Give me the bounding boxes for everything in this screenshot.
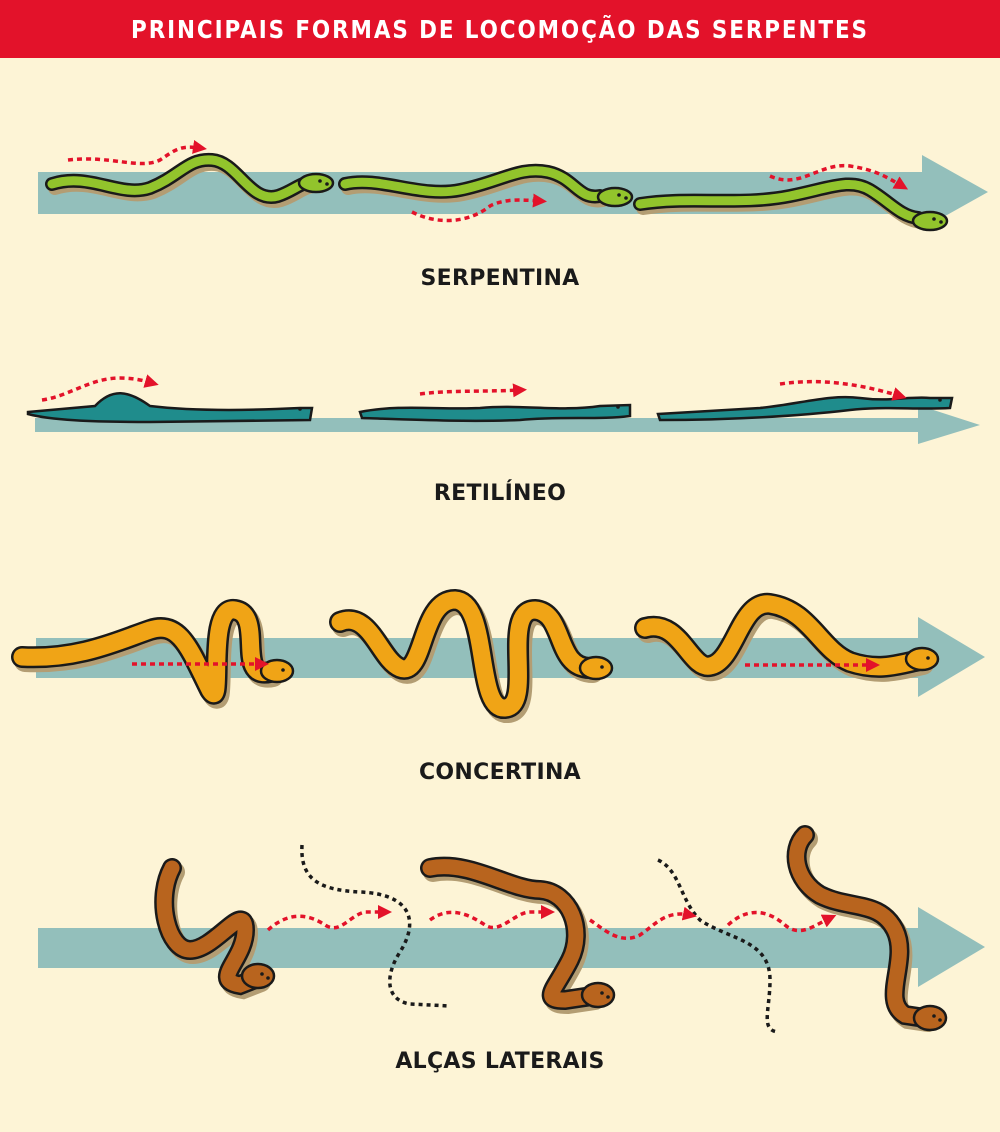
section-label-retilineo: RETILÍNEO [433,481,567,506]
motion-arrow [41,374,159,402]
motion-arrow [411,193,547,223]
motion-arrow [589,906,697,941]
track-trail [657,858,779,1034]
motion-arrow [266,905,392,932]
section-label-concertina: CONCERTINA [418,760,582,785]
teal-snake [358,403,632,423]
orange-snake [329,588,614,723]
section-alcas-laterais [38,825,985,1034]
brown-snake [154,858,276,1000]
motion-arrow [419,383,527,398]
track-trail [300,844,451,1008]
green-snake [633,177,949,232]
motion-arrow [769,163,909,190]
track-arrow [35,405,980,444]
brown-snake [420,856,616,1015]
page-title: PRINCIPAIS FORMAS DE LOCOMOÇÃO DAS SERPE… [131,14,869,44]
teal-snake [656,395,954,422]
motion-arrow [428,905,555,930]
section-concertina [11,588,985,723]
section-retilineo [26,374,980,444]
motion-arrow [67,140,207,166]
section-serpentina [38,140,988,232]
section-label-serpentina: SERPENTINA [420,266,580,291]
green-snake [45,152,335,208]
brown-snake [786,825,948,1032]
motion-arrow [779,379,907,401]
section-label-alcas-laterais: ALÇAS LATERAIS [395,1049,605,1074]
motion-arrow [726,910,837,933]
teal-snake [26,392,314,424]
track-arrow [38,907,985,987]
title-banner: PRINCIPAIS FORMAS DE LOCOMOÇÃO DAS SERPE… [0,0,1000,58]
green-snake [338,163,634,208]
orange-snake [11,599,295,709]
